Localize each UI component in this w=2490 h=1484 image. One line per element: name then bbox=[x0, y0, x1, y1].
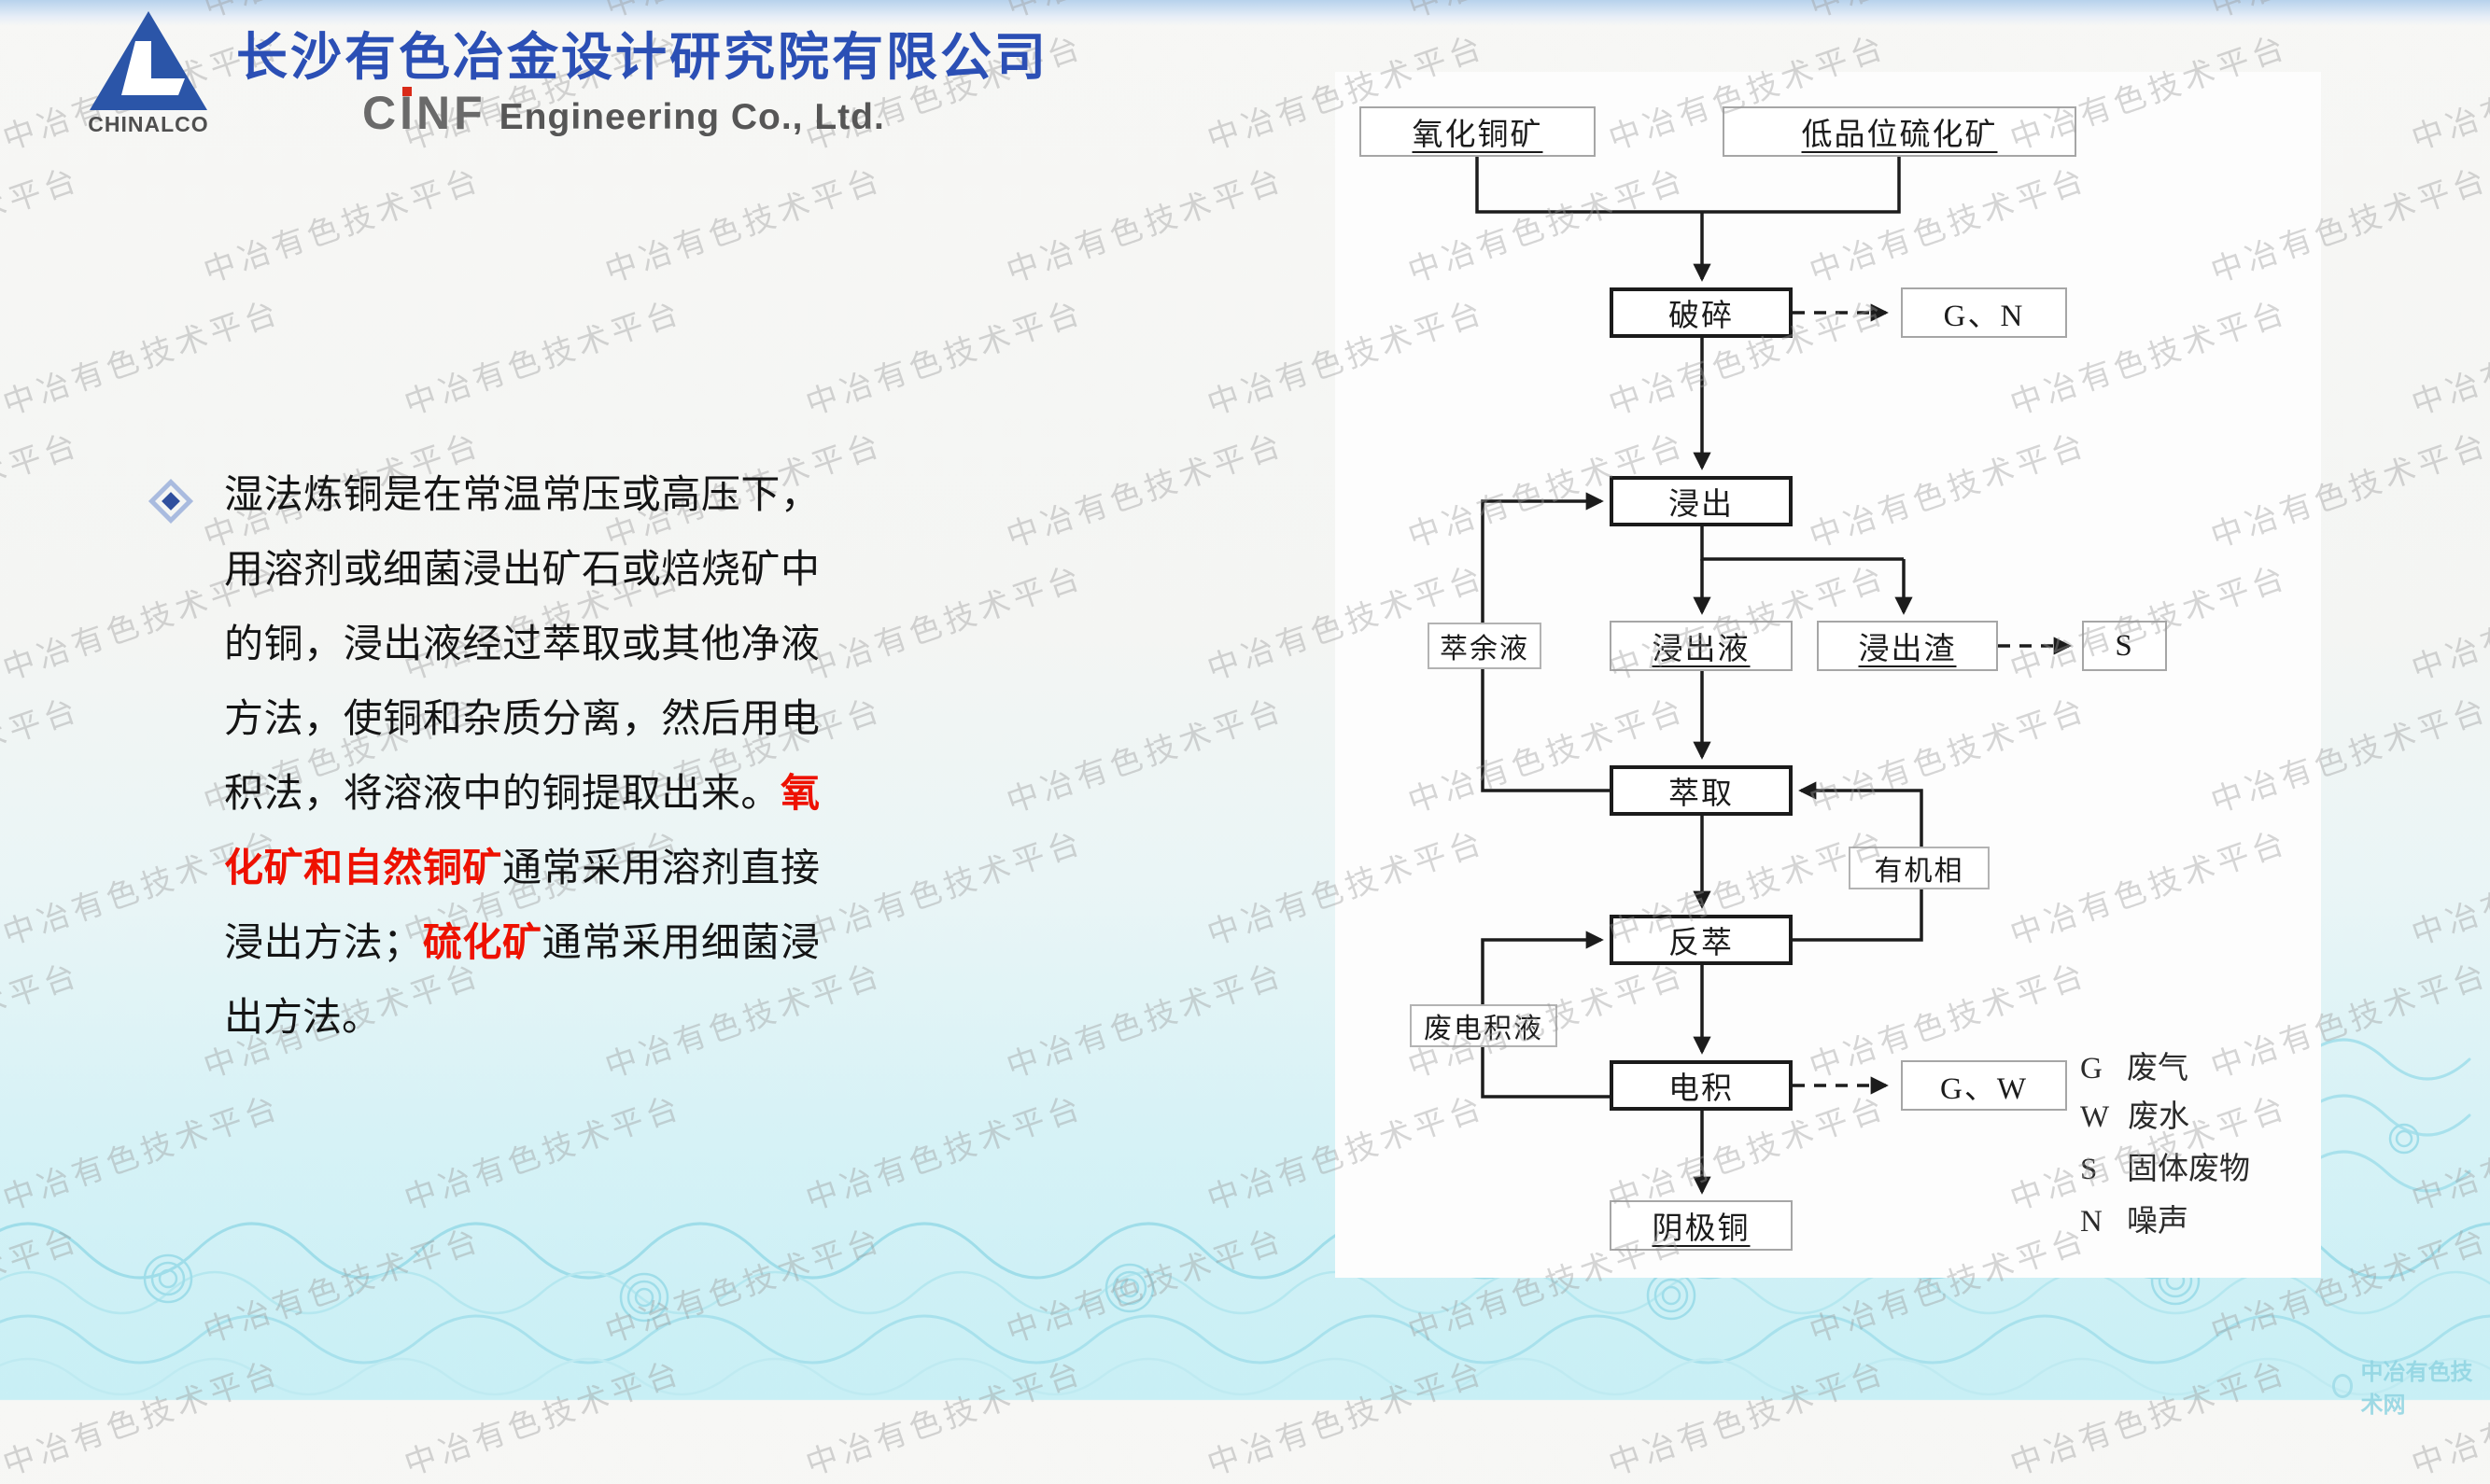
cinf-brand-rest: Engineering Co., Ltd. bbox=[499, 97, 885, 137]
watermark-text: 中冶有色技术平台 bbox=[2407, 1090, 2490, 1218]
flow-node-label: G、N bbox=[1943, 300, 2025, 333]
watermark-text: 中冶有色技术平台 bbox=[400, 295, 687, 423]
highlight-text: 硫化矿 bbox=[422, 920, 542, 964]
cinf-brand: CINF bbox=[362, 87, 486, 139]
watermark-text: 中冶有色技术平台 bbox=[2407, 825, 2490, 953]
flow-node-organic: 有机相 bbox=[1849, 847, 1990, 889]
flow-node-label: 低品位硫化矿 bbox=[1801, 119, 1998, 152]
watermark-text: 中冶有色技术平台 bbox=[1002, 693, 1289, 820]
legend-label: 固体废物 bbox=[2127, 1153, 2250, 1186]
flow-node-ew: 电积 bbox=[1610, 1060, 1793, 1111]
flow-node-leach: 浸出 bbox=[1610, 476, 1793, 526]
diamond-bullet-icon bbox=[148, 478, 194, 525]
legend-label: 噪声 bbox=[2127, 1205, 2188, 1239]
flow-node-label: 浸出 bbox=[1668, 488, 1734, 522]
watermark-text: 中冶有色技术平台 bbox=[2407, 295, 2490, 423]
legend-code: W bbox=[2080, 1100, 2110, 1134]
flow-node-label: 电积 bbox=[1668, 1072, 1734, 1106]
flow-node-sulfide: 低品位硫化矿 bbox=[1723, 106, 2076, 157]
flow-node-cathode: 阴极铜 bbox=[1610, 1200, 1793, 1251]
highlight-text: 氧化矿和自然铜矿 bbox=[224, 771, 820, 889]
watermark-text: 中冶有色技术平台 bbox=[801, 1355, 1089, 1483]
watermark-text: 中冶有色技术平台 bbox=[801, 825, 1089, 953]
watermark-text: 中冶有色技术平台 bbox=[1203, 1355, 1490, 1483]
logo-caption: CHINALCO bbox=[88, 112, 209, 136]
watermark-text: 中冶有色技术平台 bbox=[0, 693, 85, 820]
flow-node-label: 萃取 bbox=[1668, 777, 1734, 811]
legend-item: G 废气 bbox=[2080, 1043, 2188, 1087]
company-name-en: CINF Engineering Co., Ltd. bbox=[362, 86, 885, 140]
watermark-text: 中冶有色技术平台 bbox=[0, 295, 286, 423]
watermark-text: 中冶有色技术平台 bbox=[0, 1223, 85, 1351]
legend-code: N bbox=[2080, 1205, 2103, 1239]
watermark-text: 中冶有色技术平台 bbox=[600, 1223, 888, 1351]
flow-node-label: 废电积液 bbox=[1424, 1014, 1543, 1044]
watermark-text: 中冶有色技术平台 bbox=[400, 1090, 687, 1218]
corner-logo-text: 中冶有色技术网 bbox=[2360, 1360, 2473, 1418]
corner-logo-icon bbox=[2332, 1374, 2354, 1398]
flow-node-strip: 反萃 bbox=[1610, 915, 1793, 965]
header: CHINALCO 长沙有色冶金设计研究院有限公司 CINF Engineering… bbox=[0, 0, 1307, 159]
legend-label: 废水 bbox=[2128, 1100, 2190, 1134]
top-gradient-bar bbox=[0, 0, 2490, 26]
flow-node-crush: 破碎 bbox=[1610, 287, 1793, 338]
corner-logo: 中冶有色技术网 bbox=[2332, 1353, 2490, 1419]
flow-node-label: 浸出渣 bbox=[1858, 633, 1957, 666]
flowchart-panel: 氧化铜矿 低品位硫化矿破碎 G、N 浸出浸出液 浸出渣 S 萃余液萃取有机相反萃废电积液电积… bbox=[1335, 72, 2321, 1278]
flow-node-s: S bbox=[2082, 621, 2167, 671]
legend-label: 废气 bbox=[2127, 1052, 2188, 1085]
watermark-text: 中冶有色技术平台 bbox=[2407, 30, 2490, 158]
body-text: 通常采用溶剂直接浸出方法； bbox=[224, 845, 820, 965]
watermark-text: 中冶有色技术平台 bbox=[2005, 1355, 2293, 1483]
flow-node-label: 浸出液 bbox=[1652, 633, 1751, 666]
flow-node-label: G、W bbox=[1940, 1072, 2028, 1106]
chinalco-logo-icon bbox=[90, 11, 207, 110]
watermark-text: 中冶有色技术平台 bbox=[1002, 958, 1289, 1085]
watermark-text: 中冶有色技术平台 bbox=[801, 1090, 1089, 1218]
flow-node-label: 反萃 bbox=[1668, 927, 1734, 960]
watermark-text: 中冶有色技术平台 bbox=[1002, 427, 1289, 555]
watermark-text: 中冶有色技术平台 bbox=[1002, 1223, 1289, 1351]
legend-item: W 废水 bbox=[2080, 1091, 2189, 1136]
watermark-text: 中冶有色技术平台 bbox=[600, 162, 888, 290]
legend-code: G bbox=[2080, 1052, 2103, 1085]
watermark-text: 中冶有色技术平台 bbox=[199, 162, 486, 290]
legend-code: S bbox=[2080, 1153, 2098, 1186]
flow-node-label: S bbox=[2115, 628, 2134, 663]
brand-red-dot-icon bbox=[402, 87, 412, 96]
watermark-text: 中冶有色技术平台 bbox=[1002, 162, 1289, 290]
watermark-text: 中冶有色技术平台 bbox=[0, 1355, 286, 1483]
body-paragraph: 湿法炼铜是在常温常压或高压下，用溶剂或细菌浸出矿石或焙烧矿中的铜，浸出液经过萃取… bbox=[224, 457, 820, 1055]
company-name-cn: 长沙有色冶金设计研究院有限公司 bbox=[236, 28, 1049, 86]
body-text: 湿法炼铜是在常温常压或高压下，用溶剂或细菌浸出矿石或焙烧矿中的铜，浸出液经过萃取… bbox=[224, 471, 820, 816]
watermark-text: 中冶有色技术平台 bbox=[199, 1223, 486, 1351]
watermark-text: 中冶有色技术平台 bbox=[801, 295, 1089, 423]
legend-item: S 固体废物 bbox=[2080, 1143, 2250, 1188]
flow-node-leachate: 浸出液 bbox=[1610, 621, 1793, 671]
flow-node-oxide: 氧化铜矿 bbox=[1359, 106, 1596, 157]
flow-node-label: 阴极铜 bbox=[1652, 1212, 1751, 1246]
legend-item: N 噪声 bbox=[2080, 1196, 2188, 1240]
flow-node-raffinate: 萃余液 bbox=[1428, 623, 1541, 669]
flow-node-label: 氧化铜矿 bbox=[1412, 119, 1543, 152]
flow-node-label: 萃余液 bbox=[1440, 634, 1529, 665]
diamond-bullet-core bbox=[162, 492, 180, 511]
watermark-text: 中冶有色技术平台 bbox=[2407, 560, 2490, 688]
flow-node-gn: G、N bbox=[1901, 287, 2067, 338]
watermark-text: 中冶有色技术平台 bbox=[0, 427, 85, 555]
body-text: 通常采用细菌浸出方法。 bbox=[224, 919, 820, 1040]
flow-node-residue: 浸出渣 bbox=[1817, 621, 1998, 671]
watermark-text: 中冶有色技术平台 bbox=[0, 162, 85, 290]
flow-node-spent: 废电积液 bbox=[1410, 1004, 1557, 1047]
flow-node-label: 破碎 bbox=[1668, 300, 1734, 333]
flow-node-extract: 萃取 bbox=[1610, 765, 1793, 816]
flow-node-label: 有机相 bbox=[1874, 856, 1964, 887]
watermark-text: 中冶有色技术平台 bbox=[1604, 1355, 1892, 1483]
flow-node-gw: G、W bbox=[1901, 1060, 2067, 1111]
watermark-text: 中冶有色技术平台 bbox=[0, 958, 85, 1085]
watermark-text: 中冶有色技术平台 bbox=[801, 560, 1089, 688]
watermark-text: 中冶有色技术平台 bbox=[0, 1090, 286, 1218]
watermark-text: 中冶有色技术平台 bbox=[400, 1355, 687, 1483]
